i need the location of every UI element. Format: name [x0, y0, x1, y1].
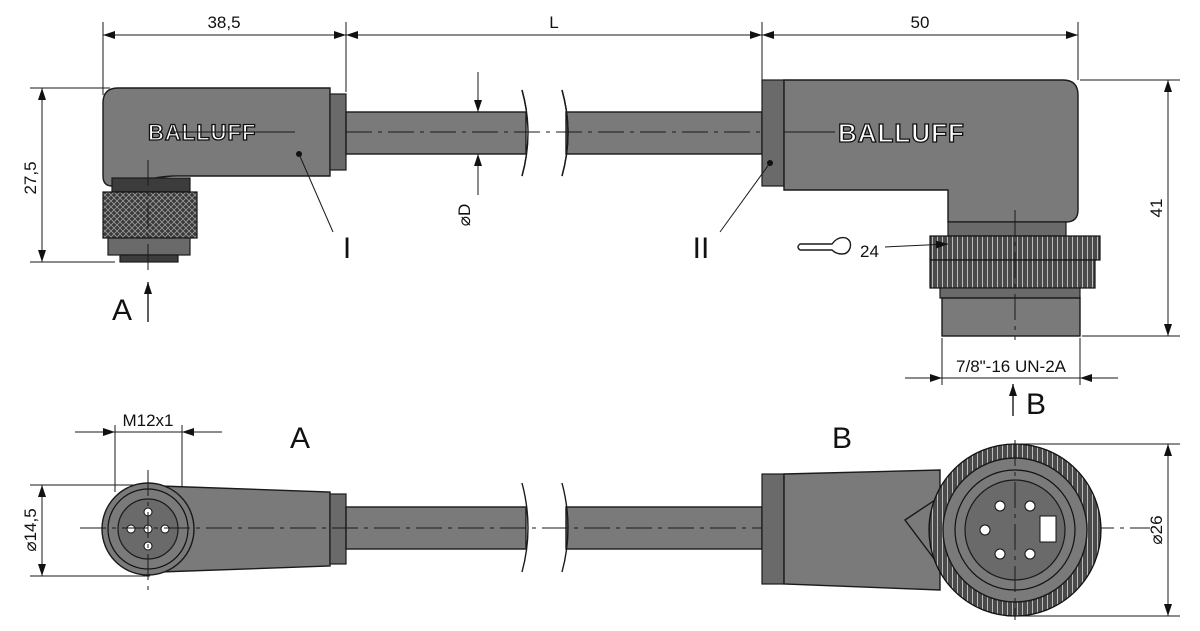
dim-right-height: 41: [1147, 199, 1166, 218]
label-view-a: A: [112, 294, 132, 327]
leader-line: [298, 153, 334, 233]
dim-left-height: 27,5: [21, 161, 40, 194]
dim-right-diameter: ⌀26: [1147, 515, 1166, 544]
dim-cable-diameter: ⌀D: [455, 204, 474, 227]
dim-wrench-size: 24: [860, 242, 879, 261]
view-b-title: B: [832, 422, 852, 455]
connector-i-side: BALLUFF: [102, 87, 347, 263]
leader-arrow: [884, 240, 949, 249]
label-connector-ii: II: [693, 232, 710, 265]
view-a-title: A: [290, 422, 310, 455]
cable-side: [345, 89, 763, 177]
connector-b-end-view: [761, 443, 1102, 617]
dim-cable-length: L: [549, 13, 558, 32]
wrench-icon: [797, 236, 852, 255]
dim-thread-left: M12x1: [122, 411, 173, 430]
dim-left-diameter: ⌀14,5: [21, 508, 40, 551]
label-view-b: B: [1026, 388, 1046, 421]
connector-a-end-view: [101, 482, 347, 576]
dim-thread-right: 7/8"-16 UN-2A: [956, 357, 1067, 376]
connector-ii-side: BALLUFF: [761, 79, 1101, 337]
dim-left-length: 38,5: [207, 13, 240, 32]
label-connector-i: I: [343, 232, 351, 265]
dim-right-length: 50: [911, 13, 930, 32]
leader-line: [719, 162, 771, 233]
brand-logo-right: BALLUFF: [838, 118, 965, 148]
